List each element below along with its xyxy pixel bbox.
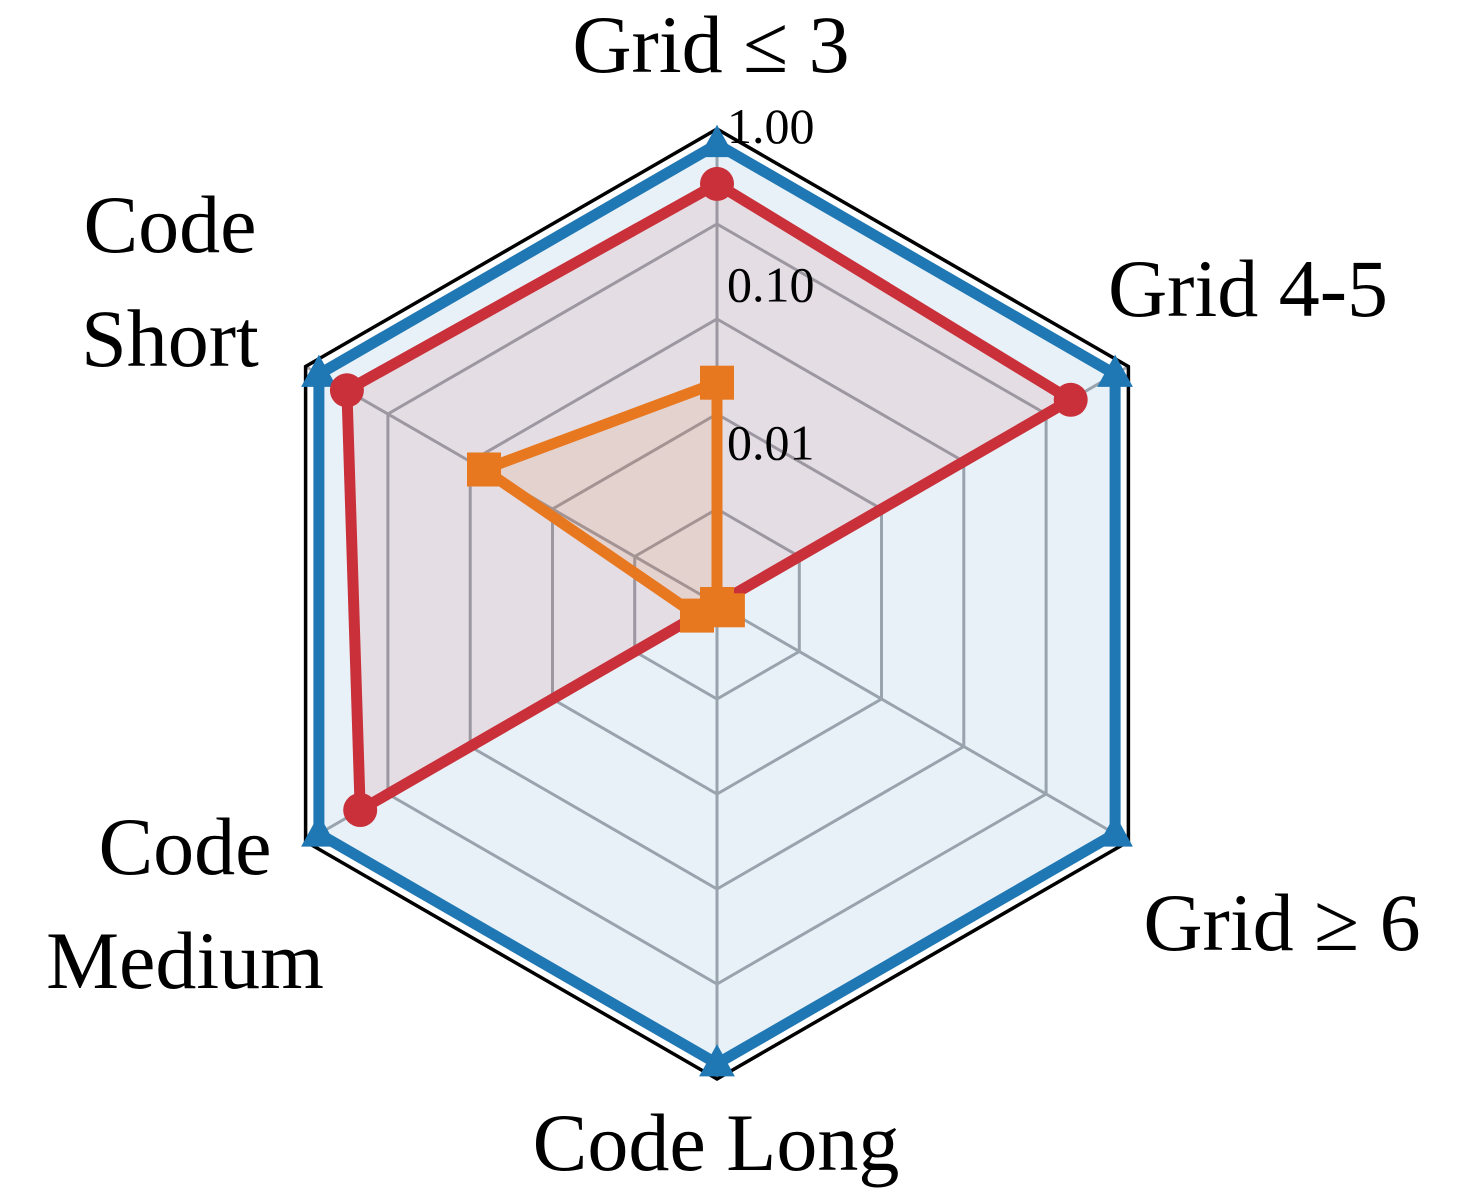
radial-tick-labels: 0.01 0.10 1.00 (727, 98, 815, 471)
series-2-marker-5 (467, 452, 501, 487)
axis-label-3-line-0: Code Long (533, 1097, 900, 1188)
series-0-marker-0 (699, 124, 735, 158)
series-1-marker-1 (1053, 382, 1088, 417)
series-1-marker-5 (329, 373, 364, 408)
series-1-line (341, 177, 1082, 820)
axis-label-5-line-1: Short (81, 293, 259, 384)
axis-label-2-line-0: Grid ≥ 6 (1143, 877, 1420, 968)
series-2 (467, 365, 745, 633)
series-1-fill (346, 183, 1071, 810)
series-0-marker-5 (301, 354, 337, 387)
series-0-marker-2 (1097, 814, 1133, 847)
axis-label-4-line-1: Medium (46, 915, 324, 1006)
axis-label-4-line-0: Code (98, 801, 271, 892)
series-1-marker-0 (700, 166, 734, 201)
series-2-marker-0 (700, 365, 734, 400)
axis-label-5-line-0: Code (83, 179, 256, 270)
series-1-marker-4 (343, 793, 378, 827)
series-2-marker-4 (680, 598, 714, 633)
tick-label-1: 0.10 (727, 256, 815, 312)
series-0-marker-3 (699, 1044, 735, 1077)
series-0-marker-1 (1097, 354, 1133, 387)
series-1 (329, 166, 1088, 827)
series-2-fill (484, 382, 728, 616)
radar-series (301, 124, 1133, 1077)
axis-label-0-line-0: Grid ≤ 3 (572, 0, 849, 90)
tick-label-0: 0.01 (727, 415, 815, 471)
tick-label-2: 1.00 (727, 98, 815, 154)
series-0-marker-4 (301, 814, 337, 847)
axis-label-1-line-0: Grid 4-5 (1108, 243, 1388, 334)
grid-spoke-2 (716, 602, 1130, 843)
radar-frame (303, 126, 1131, 1082)
